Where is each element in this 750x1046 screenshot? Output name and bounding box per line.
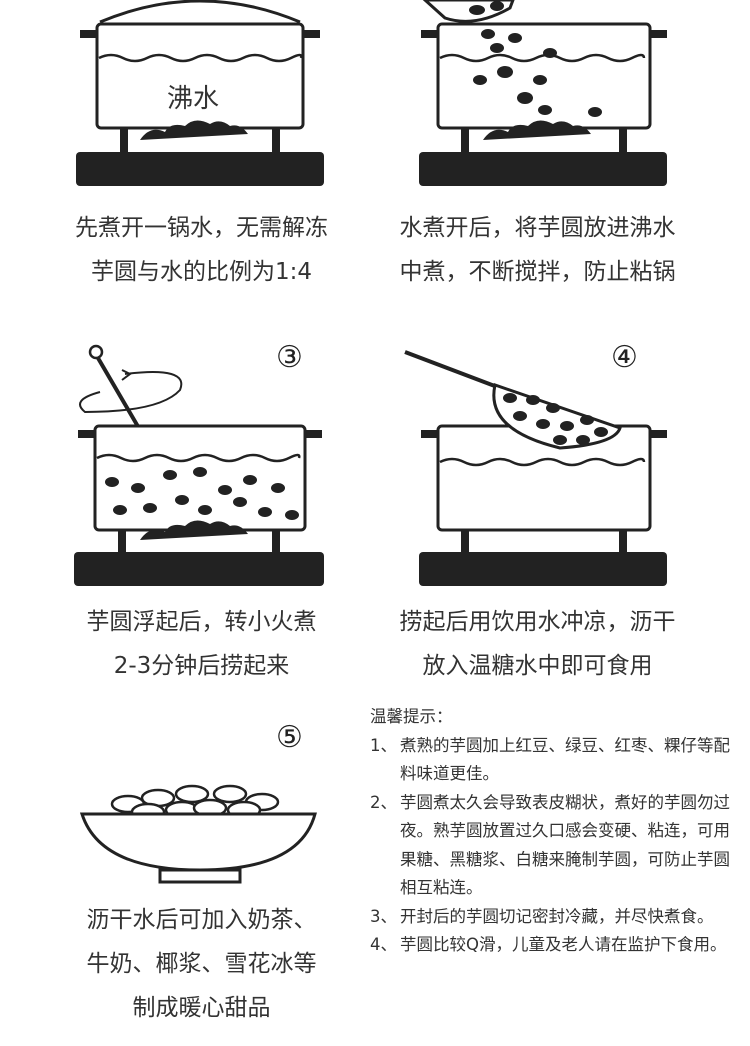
step-5-illustration: ⑤ [0, 720, 375, 890]
step-3-caption: 芋圆浮起后，转小火煮 2-3分钟后捞起来 [14, 600, 389, 688]
step-1-illustration: 沸水 [0, 0, 375, 200]
step-5-caption-line2: 牛奶、椰浆、雪花冰等 [86, 951, 317, 977]
step-5-number: ⑤ [276, 720, 303, 755]
tip-item: 2、 芋圆煮太久会导致表皮糊状，煮好的芋圆勿过夜。熟芋圆放置过久口感会变硬、粘连… [370, 789, 740, 903]
tip-index: 4、 [370, 935, 397, 954]
boiling-water-label: 沸水 [167, 84, 220, 114]
pot-boiling-water-icon [76, 0, 324, 186]
step-5-caption: 沥干水后可加入奶茶、 牛奶、椰浆、雪花冰等 制成暖心甜品 [14, 898, 389, 1030]
step-2-illustration [375, 0, 750, 200]
step-2-caption-line1: 水煮开后，将芋圆放进沸水 [399, 215, 676, 241]
pot-adding-balls-icon [419, 0, 667, 186]
bowl-of-taro-balls-icon [79, 784, 317, 884]
step-1-caption-line1: 先煮开一锅水，无需解冻 [75, 215, 328, 241]
step-2-caption: 水煮开后，将芋圆放进沸水 中煮，不断搅拌，防止粘锅 [350, 206, 725, 294]
tip-index: 3、 [370, 906, 397, 926]
tip-text: 煮熟的芋圆加上红豆、绿豆、红枣、粿仔等配料味道更佳。 [400, 735, 730, 784]
pot-stirring-icon [74, 344, 324, 586]
tip-text: 开封后的芋圆切记密封冷藏，并尽快煮食。 [400, 906, 714, 926]
tips-section: 温馨提示： 1、 煮熟的芋圆加上红豆、绿豆、红枣、粿仔等配料味道更佳。 2、 芋… [370, 703, 740, 960]
step-1-caption-line2: 芋圆与水的比例为1:4 [90, 259, 312, 285]
step-4-caption-line2: 放入温糖水中即可食用 [422, 653, 653, 679]
step-3-caption-line1: 芋圆浮起后，转小火煮 [86, 609, 317, 635]
tip-item: 3、 开封后的芋圆切记密封冷藏，并尽快煮食。 [370, 903, 740, 932]
step-4-illustration: ④ [375, 340, 750, 590]
pot-scooping-icon [404, 350, 667, 586]
step-4-caption-line1: 捞起后用饮用水冲凉，沥干 [399, 609, 676, 635]
step-2-caption-line2: 中煮，不断搅拌，防止粘锅 [399, 259, 676, 285]
step-5-caption-line3: 制成暖心甜品 [132, 995, 271, 1021]
tip-item: 4、 芋圆比较Q滑，儿童及老人请在监护下食用。 [370, 931, 740, 960]
step-1-caption: 先煮开一锅水，无需解冻 芋圆与水的比例为1:4 [14, 206, 389, 294]
tip-index: 2、 [370, 792, 397, 812]
step-4-caption: 捞起后用饮用水冲凉，沥干 放入温糖水中即可食用 [350, 600, 725, 688]
tips-title: 温馨提示： [370, 707, 453, 726]
step-3-caption-line2: 2-3分钟后捞起来 [113, 653, 290, 679]
tip-text: 芋圆煮太久会导致表皮糊状，煮好的芋圆勿过夜。熟芋圆放置过久口感会变硬、粘连，可用… [400, 792, 730, 898]
step-5-caption-line1: 沥干水后可加入奶茶、 [86, 907, 317, 933]
tip-item: 1、 煮熟的芋圆加上红豆、绿豆、红枣、粿仔等配料味道更佳。 [370, 732, 740, 789]
tip-index: 1、 [370, 735, 397, 755]
step-3-number: ③ [276, 340, 303, 375]
step-4-number: ④ [611, 340, 638, 375]
step-3-illustration: ③ [0, 340, 375, 590]
tip-text: 芋圆比较Q滑，儿童及老人请在监护下食用。 [400, 935, 727, 954]
